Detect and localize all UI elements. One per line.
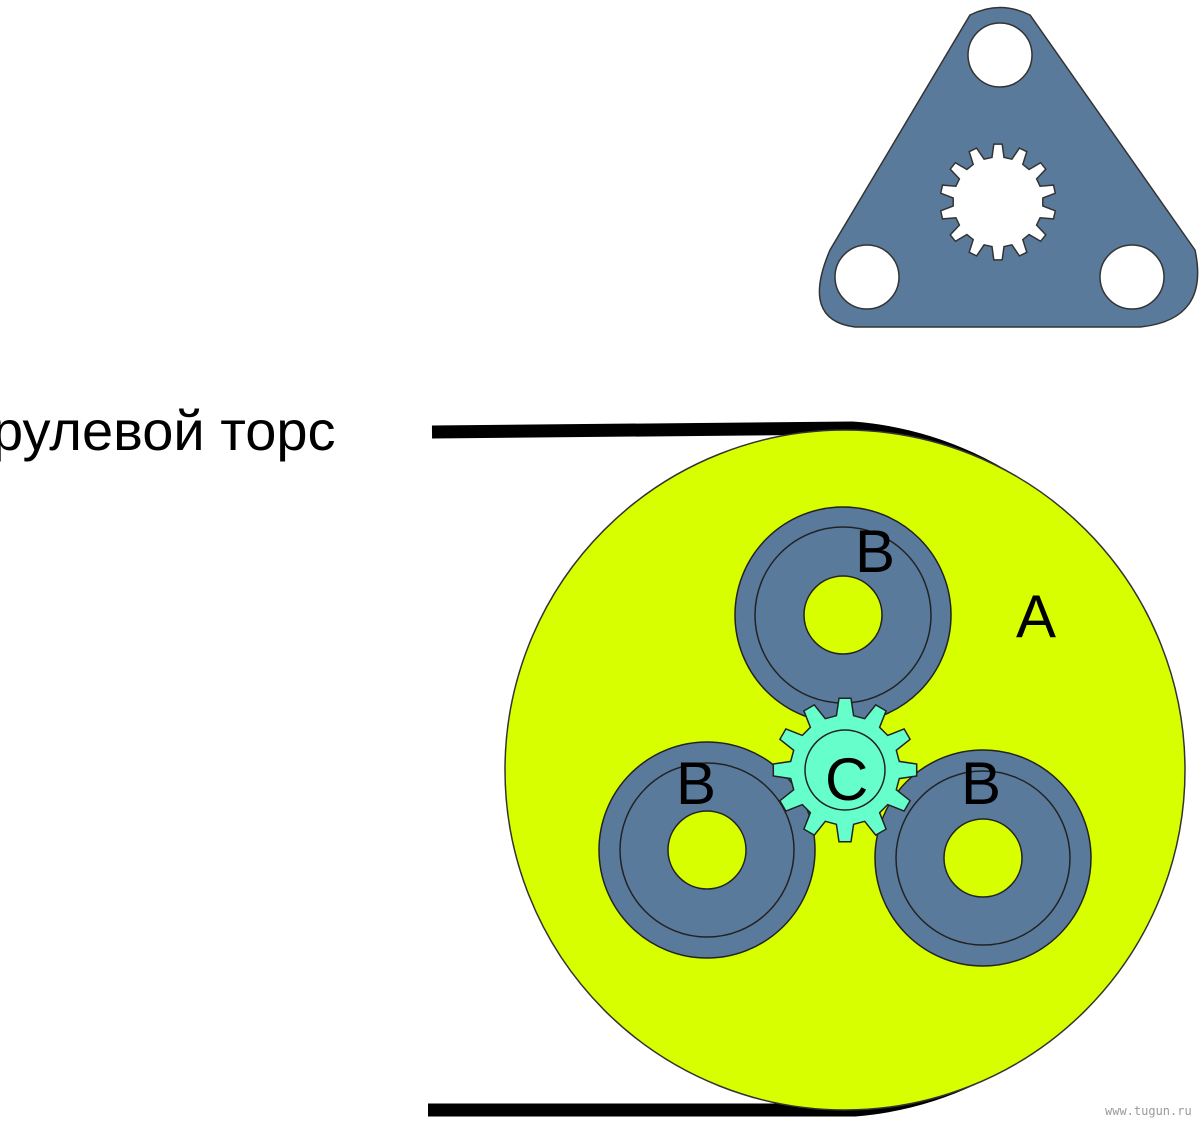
carrier-hole-top: [967, 22, 1033, 88]
carrier-hole-right: [1099, 244, 1165, 310]
planet-gear-right: [874, 749, 1092, 967]
sun-gear-teeth: [772, 697, 918, 843]
planet-hole: [803, 575, 883, 655]
planet-hole: [667, 810, 747, 890]
carrier-hole-left: [834, 244, 900, 310]
planet-label-top: B: [855, 518, 895, 585]
planet-gear-top: [734, 506, 952, 724]
planet-hole: [943, 818, 1023, 898]
ring-label-a: A: [1016, 583, 1056, 650]
carrier-spline-hole: [939, 143, 1057, 261]
planet-gear-left: [598, 741, 816, 959]
sun-gear-hub: [804, 729, 886, 811]
planet-label-left: B: [676, 750, 716, 817]
watermark: www.tugun.ru: [1105, 1104, 1192, 1118]
planet-label-right: B: [961, 750, 1001, 817]
sun-label-c: C: [825, 746, 868, 813]
sun-gear-c: [772, 697, 918, 843]
torso-label: рулевой торс: [0, 399, 336, 462]
carrier-plate: [818, 6, 1199, 328]
